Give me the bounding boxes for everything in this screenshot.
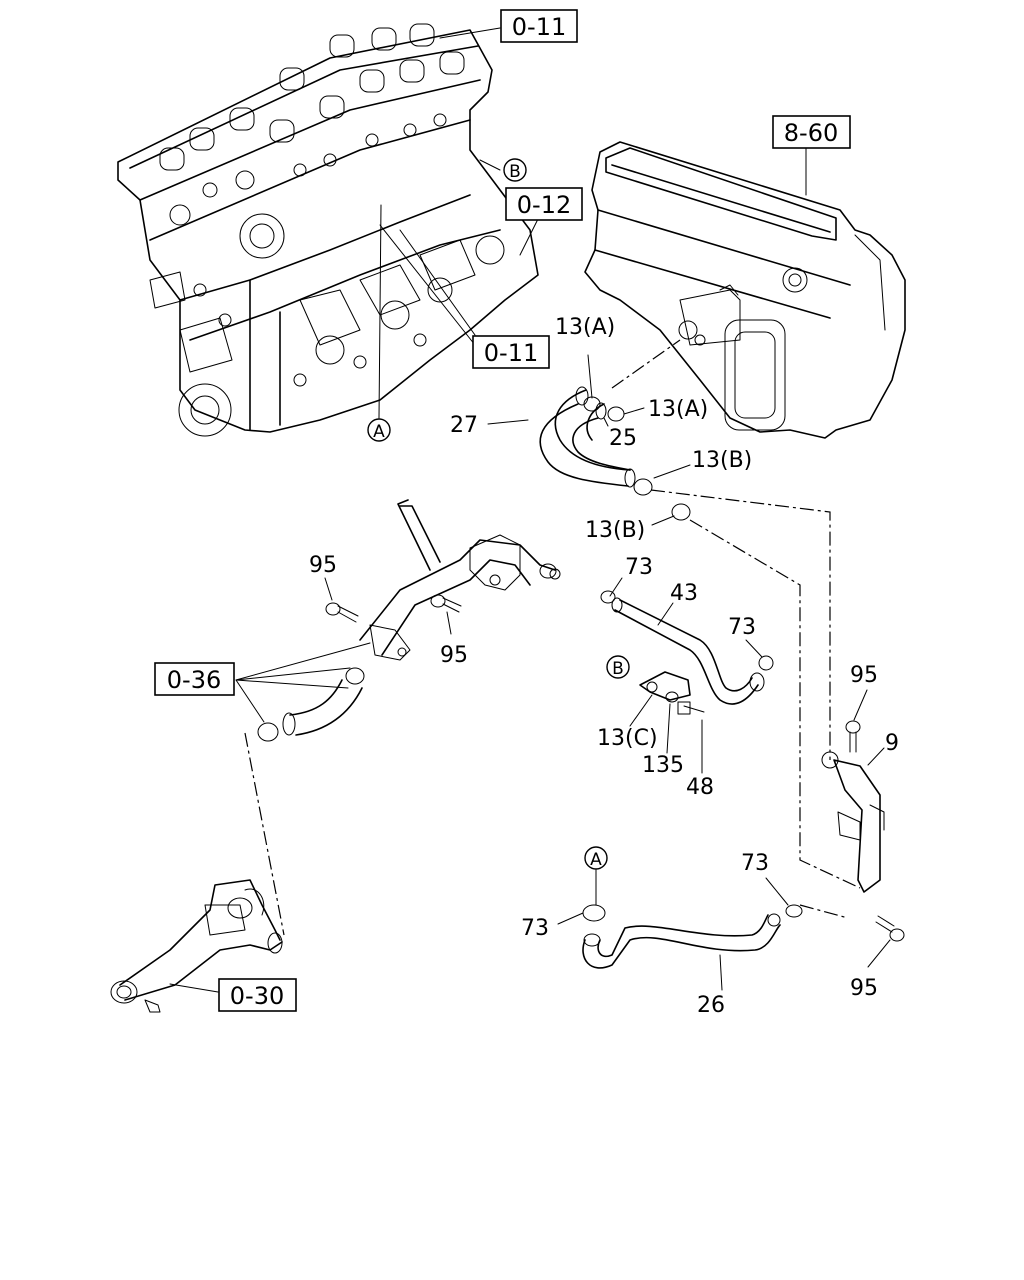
callout-b-top-label: B [509,162,521,182]
ref-box-0-36[interactable]: 0-36 [154,662,235,696]
part-labels: 13(A) 13(A) 27 25 13(B) 13(B) 95 95 73 4… [309,315,899,1018]
part-48-label: 48 [686,775,714,800]
callout-a-top: A [367,418,391,442]
part-13b-label-2: 13(B) [585,518,645,543]
ref-box-0-30[interactable]: 0-30 [218,978,297,1012]
ref-label-0-12: 0-12 [517,191,571,219]
clamps-13b [633,478,691,521]
part-26-label: 26 [697,993,725,1018]
ref-label-8-60: 8-60 [784,119,838,147]
water-pipe [257,499,561,742]
part-13b-label-1: 13(B) [692,448,752,473]
ref-label-0-36: 0-36 [167,666,221,694]
callout-a-bottom-label: A [590,850,602,870]
hose-25 [572,402,631,471]
part-95-label-3: 95 [850,663,878,688]
part-13a-label-2: 13(A) [648,397,708,422]
callout-a-top-label: A [373,422,385,442]
ref-label-0-11-mid: 0-11 [484,339,538,367]
callout-b-mid-label: B [612,659,624,679]
callout-b-mid: B [606,655,630,679]
bolt-95-c [845,720,861,753]
part-95-label-1: 95 [309,553,337,578]
ref-box-0-11-top[interactable]: 0-11 [500,9,578,43]
bolt-95-a [325,602,359,623]
part-95-label-4: 95 [850,976,878,1001]
callout-b-top: B [503,158,527,182]
callout-a-bottom: A [584,846,608,870]
part-13c-label: 13(C) [597,726,658,751]
clamp-13c-assembly [639,671,705,715]
leader-lines [169,27,891,993]
bolt-95-d [875,915,905,942]
part-25-label: 25 [609,426,637,451]
part-95-label-2: 95 [440,643,468,668]
part-9-label: 9 [885,731,899,756]
ref-label-0-11-top: 0-11 [512,13,566,41]
intake-manifold-illustration [584,141,906,439]
part-135-label: 135 [642,753,684,778]
part-73-label-1: 73 [625,555,653,580]
part-43-label: 43 [670,581,698,606]
ref-label-0-30: 0-30 [230,982,284,1010]
hose-26 [582,904,803,969]
ref-box-8-60[interactable]: 8-60 [772,115,851,149]
hose-43 [600,590,774,705]
ref-box-0-12[interactable]: 0-12 [505,187,583,221]
bolt-95-b [430,594,462,613]
part-13a-label-1: 13(A) [555,315,615,340]
bracket-9 [821,751,885,893]
engine-block-illustration [117,23,539,437]
part-73-label-2: 73 [728,615,756,640]
part-27-label: 27 [450,413,478,438]
thermostat-housing [110,732,285,1013]
ref-box-0-11-mid[interactable]: 0-11 [472,335,550,369]
part-73-label-4: 73 [521,916,549,941]
part-73-label-3: 73 [741,851,769,876]
hose-27 [539,386,636,488]
